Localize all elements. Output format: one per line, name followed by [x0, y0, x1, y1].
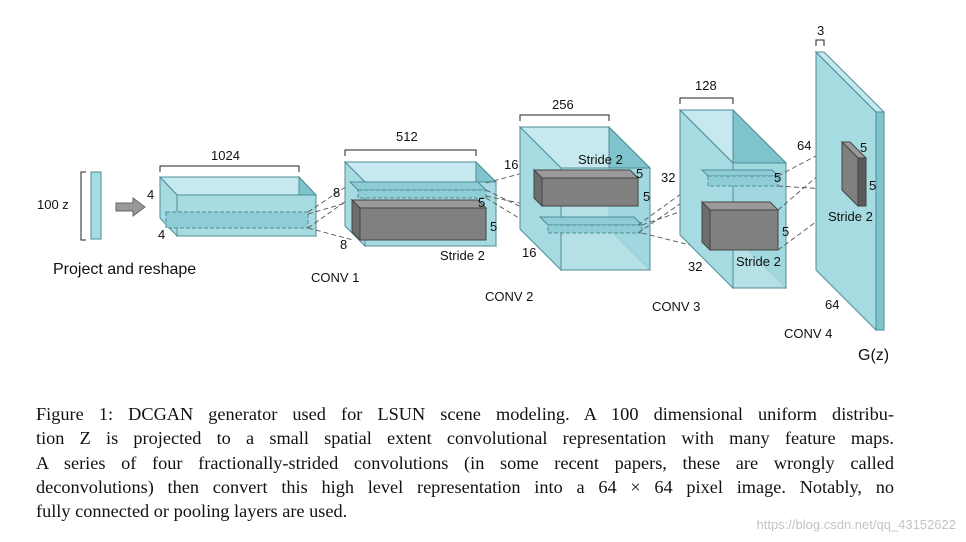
layer-2-kernel-a: 5	[636, 166, 643, 181]
layer-2-stride: Stride 2	[578, 152, 623, 167]
layer-4-width: 64	[825, 297, 839, 312]
layer-1-kernel-b: 5	[490, 219, 497, 234]
layer-4-name: CONV 4	[784, 326, 832, 341]
layer-3-stride: Stride 2	[736, 254, 781, 269]
layer-1-kernel-a: 5	[478, 195, 485, 210]
layer-3-name: CONV 3	[652, 299, 700, 314]
layer-3-depth: 128	[695, 78, 717, 93]
watermark-url: https://blog.csdn.net/qq_43152622	[756, 517, 957, 532]
layer-3-kernel-a: 5	[774, 170, 781, 185]
layer-1-height: 8	[333, 185, 340, 200]
caption-line-4: deconvolutions) then convert this high l…	[36, 476, 894, 497]
input-vector: 100 z	[37, 171, 102, 241]
layer-2-height: 16	[504, 157, 518, 172]
layer-2-kernel-b: 5	[643, 189, 650, 204]
caption-line-5: fully connected or pooling layers are us…	[36, 501, 348, 522]
layer-0-depth: 1024	[211, 148, 240, 163]
layer-block-4: 3 64 64 5 5 Stride 2	[797, 23, 886, 332]
layer-4-kernel-a: 5	[860, 140, 867, 155]
input-label: 100 z	[37, 197, 69, 212]
layer-4-kernel-b: 5	[869, 178, 876, 193]
caption-line-1: Figure 1: DCGAN generator used for LSUN …	[36, 404, 894, 424]
layer-0-width: 4	[158, 227, 165, 242]
caption-line-2: tion Z is projected to a small spatial e…	[36, 428, 894, 449]
layer-4-height: 64	[797, 138, 811, 153]
layer-3-height: 32	[661, 170, 675, 185]
layer-block-2: 256 16 16 5 5 Stride 2	[504, 97, 652, 272]
layer-block-3: 128 32 32 5 5 Stride 2	[661, 78, 789, 290]
layer-0-height: 4	[147, 187, 154, 202]
layer-4-stride: Stride 2	[828, 209, 873, 224]
output-label: G(z)	[858, 347, 889, 364]
figure-caption: Figure 1: DCGAN generator used for LSUN …	[36, 402, 894, 523]
layer-block-1: 512 8 8 5 5 Stride 2	[333, 129, 497, 263]
layer-2-name: CONV 2	[485, 289, 533, 304]
layer-1-depth: 512	[396, 129, 418, 144]
layer-2-depth: 256	[552, 97, 574, 112]
layer-1-width: 8	[340, 237, 347, 252]
layer-1-name: CONV 1	[311, 270, 359, 285]
layer-block-0: 1024 4 4	[147, 148, 318, 242]
layer-4-depth: 3	[817, 23, 824, 38]
project-arrow	[115, 197, 146, 217]
dcgan-generator-diagram: 100 z Project and reshape 1024 4 4 512	[37, 23, 889, 364]
layer-3-kernel-b: 5	[782, 224, 789, 239]
caption-line-3: A series of four fractionally-strided co…	[36, 452, 894, 473]
layer-2-width: 16	[522, 245, 536, 260]
project-reshape-label: Project and reshape	[53, 261, 196, 278]
layer-3-width: 32	[688, 259, 702, 274]
layer-1-stride: Stride 2	[440, 248, 485, 263]
